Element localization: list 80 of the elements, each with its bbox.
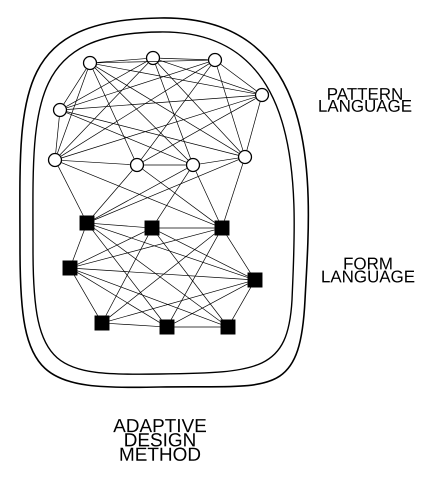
connector-line	[96, 60, 208, 64]
connector-line	[224, 163, 244, 221]
connector-line	[92, 69, 134, 159]
connector-line	[77, 270, 221, 325]
square-node	[94, 316, 110, 330]
connector-line	[174, 326, 221, 328]
connector-line	[232, 287, 252, 320]
connector-line	[66, 61, 148, 107]
circle-node	[48, 152, 62, 168]
circle-node	[208, 52, 222, 68]
connector-line	[93, 170, 133, 216]
connector-line	[94, 159, 239, 220]
square-node	[144, 220, 160, 236]
connector-line	[55, 116, 60, 154]
connector-line	[200, 158, 238, 164]
circle-node	[238, 150, 252, 164]
square-node	[214, 220, 230, 236]
connector-line	[66, 95, 256, 110]
connector-line	[140, 65, 212, 160]
connector-line	[61, 96, 256, 158]
circle-node	[186, 158, 200, 172]
connector-line	[77, 268, 248, 280]
connector-line	[156, 170, 190, 221]
connector-line	[66, 112, 187, 163]
connector-line	[66, 62, 209, 108]
hand-lettered-label: FORM LANGUAGE	[322, 258, 414, 282]
connector-line	[246, 102, 260, 150]
connector-line	[106, 235, 148, 316]
circle-node	[82, 56, 98, 70]
connector-line	[61, 162, 215, 226]
connector-line	[77, 230, 215, 266]
connector-line	[94, 68, 188, 160]
connector-line	[58, 166, 84, 216]
connector-line	[109, 282, 248, 322]
connector-line	[109, 323, 160, 327]
connector-line	[144, 164, 186, 166]
connector-line	[74, 275, 98, 316]
connector-line	[66, 111, 238, 156]
square-node	[80, 216, 94, 230]
connector-line	[94, 223, 145, 228]
connector-line	[96, 64, 256, 94]
connector-line	[94, 168, 188, 220]
connector-line	[94, 228, 221, 322]
connector-line	[159, 60, 256, 94]
circle-node	[146, 50, 160, 66]
connector-line	[77, 231, 145, 265]
connector-line	[226, 235, 251, 273]
connector-line	[155, 64, 191, 159]
square-node	[220, 320, 236, 334]
connector-line	[220, 64, 257, 92]
connector-line	[196, 171, 219, 221]
connector-line	[142, 98, 256, 162]
hand-lettered-label: PATTERN LANGUAGE	[319, 88, 412, 112]
hand-lettered-label: ADAPTIVE DESIGN METHOD	[113, 419, 206, 461]
connector-line	[109, 234, 215, 318]
connector-line	[158, 62, 240, 152]
connector-line	[216, 66, 244, 151]
circle-node	[254, 88, 270, 102]
connector-line	[174, 284, 248, 324]
connector-line	[96, 58, 146, 63]
connector-line	[57, 69, 88, 154]
square-node	[160, 320, 174, 334]
connector-line	[72, 230, 85, 261]
connector-line	[60, 63, 210, 157]
connector-line	[96, 66, 240, 154]
connector-line	[63, 68, 87, 104]
connector-line	[159, 231, 248, 277]
square-node	[248, 272, 262, 288]
connector-line	[160, 58, 208, 60]
connector-line	[142, 168, 215, 223]
square-node	[62, 260, 78, 276]
connector-line	[157, 235, 223, 320]
connector-line	[60, 62, 148, 156]
circle-node	[52, 102, 68, 118]
connector-line	[92, 230, 162, 320]
circle-node	[130, 158, 144, 172]
connector-line	[77, 272, 160, 323]
connector-line	[170, 235, 218, 320]
connector-line	[62, 160, 130, 165]
connector-line	[94, 225, 248, 278]
